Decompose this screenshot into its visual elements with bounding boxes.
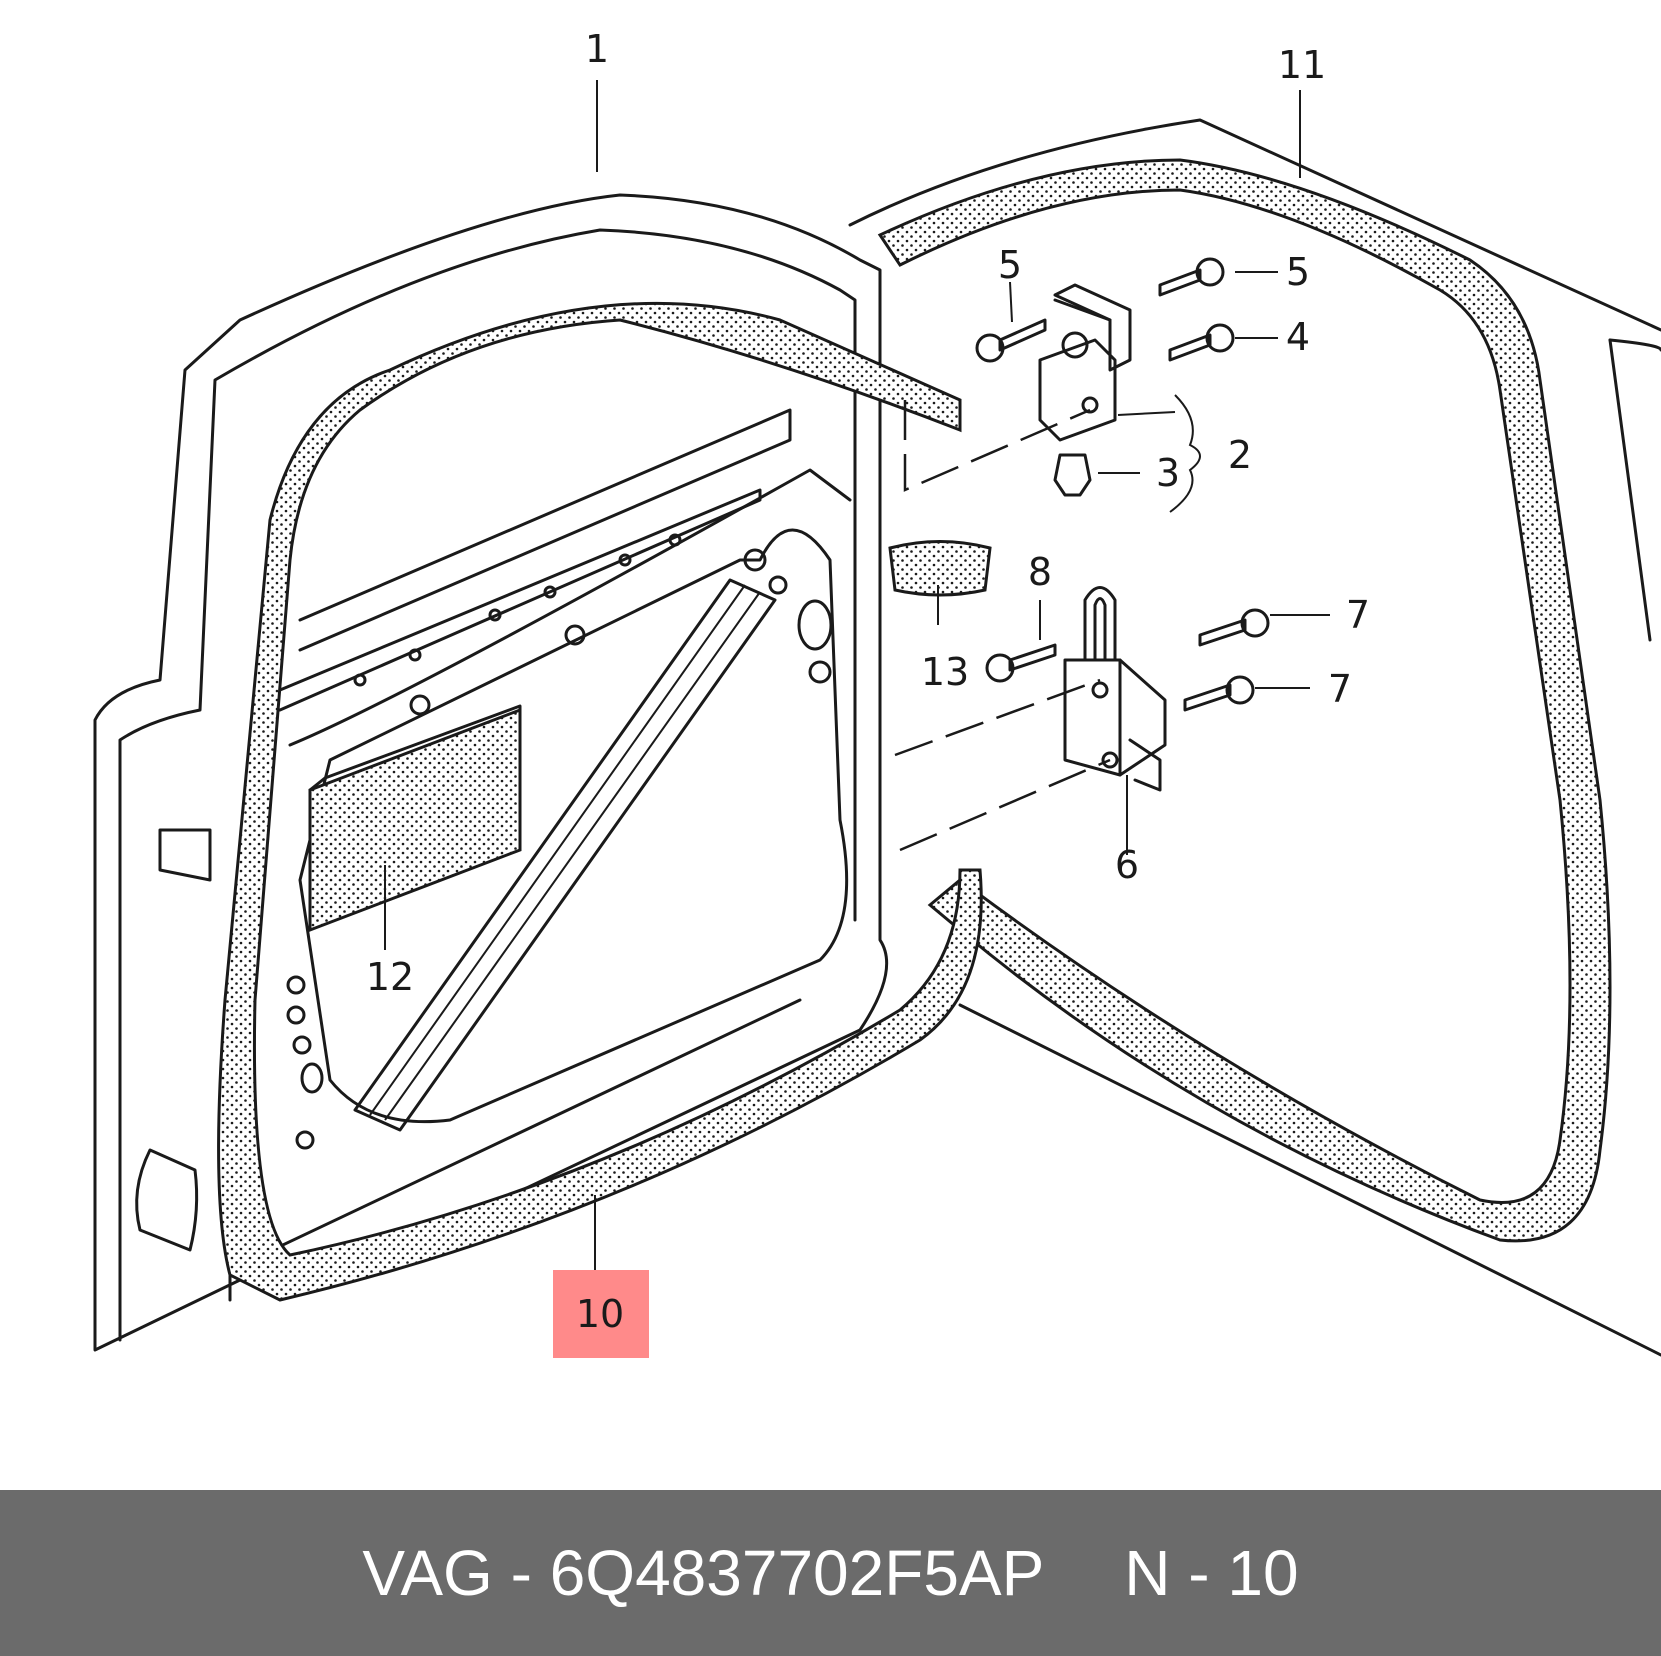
upper-bolts xyxy=(975,257,1235,363)
door-buffer xyxy=(888,540,992,597)
parts-diagram: 1 2 3 4 5 5 6 7 7 8 10 11 12 13 xyxy=(93,27,1661,1358)
part-number: VAG - 6Q4837702F5AP xyxy=(362,1537,1045,1609)
position-ref: N - 10 xyxy=(1124,1537,1299,1609)
callout-5a: 5 xyxy=(998,243,1022,287)
callout-8: 8 xyxy=(1028,550,1052,594)
lower-bolts xyxy=(985,608,1270,712)
body-door-opening xyxy=(848,118,1661,1357)
callout-12: 12 xyxy=(366,955,414,999)
callout-2: 2 xyxy=(1228,433,1252,477)
callout-1: 1 xyxy=(585,27,609,71)
callout-7b: 7 xyxy=(1328,667,1352,711)
callout-13: 13 xyxy=(921,650,969,694)
highlight-box xyxy=(553,1270,649,1358)
callout-5b: 5 xyxy=(1286,250,1310,294)
callout-10: 10 xyxy=(576,1292,624,1336)
lower-hinge xyxy=(1063,586,1167,792)
callout-11: 11 xyxy=(1278,43,1326,87)
upper-hinge xyxy=(1038,283,1132,497)
assembly-lines xyxy=(894,400,1111,852)
callout-4: 4 xyxy=(1286,315,1310,359)
callout-labels: 1 2 3 4 5 5 6 7 7 8 10 11 12 13 xyxy=(366,27,1370,1336)
leader-lines xyxy=(384,80,1330,1285)
part-number-bar: VAG - 6Q4837702F5AP N - 10 xyxy=(0,1490,1661,1656)
callout-3: 3 xyxy=(1156,451,1180,495)
callout-7a: 7 xyxy=(1346,593,1370,637)
door-shell xyxy=(93,193,983,1352)
callout-6: 6 xyxy=(1115,843,1139,887)
